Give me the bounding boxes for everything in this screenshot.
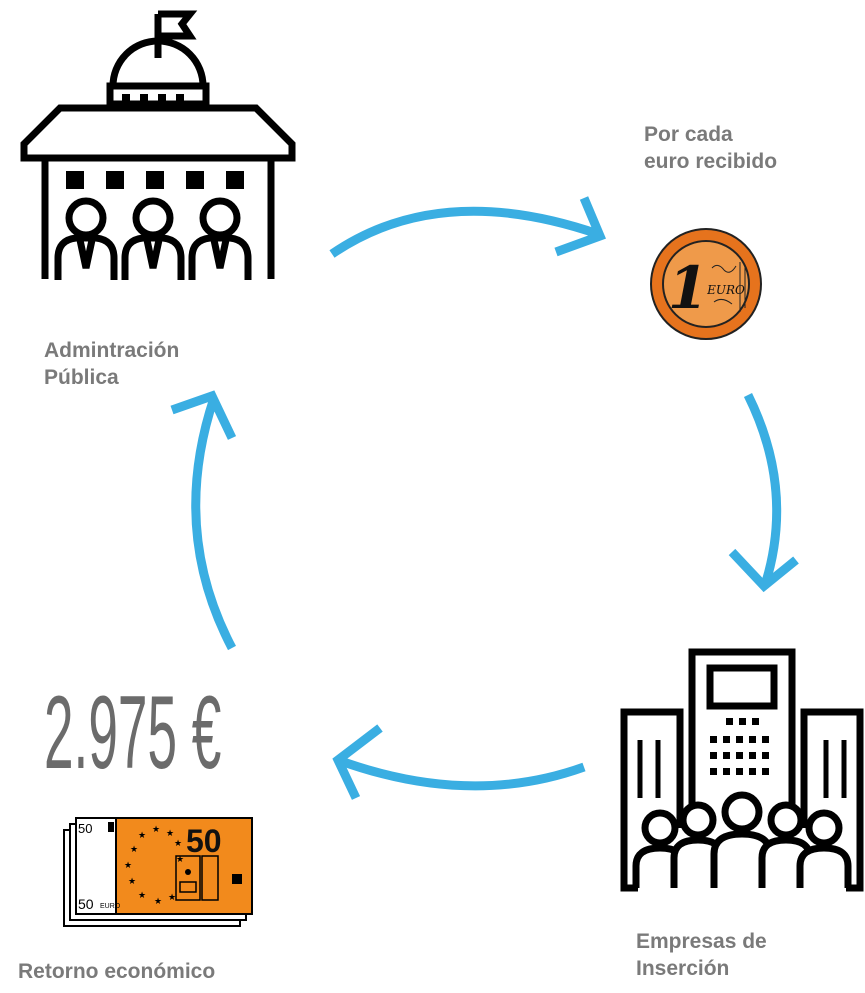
note-value: 50	[186, 823, 222, 859]
svg-text:★: ★	[138, 831, 146, 841]
note-small-top: 50	[78, 821, 92, 836]
svg-text:★: ★	[130, 845, 138, 855]
admin-label: Admintración Pública	[44, 339, 180, 389]
banknotes-icon: 50 50 EURO 50 ★★★ ★★★ ★★★ ★★	[63, 817, 253, 927]
empresas-label: Empresas de Inserción	[636, 930, 767, 980]
svg-text:★: ★	[124, 861, 132, 871]
return-amount-text: 2.975 €	[44, 675, 221, 790]
svg-text:★: ★	[154, 897, 162, 907]
svg-text:★: ★	[166, 829, 174, 839]
svg-text:★: ★	[138, 891, 146, 901]
coin-text: EURO	[706, 283, 745, 297]
svg-text:★: ★	[128, 877, 136, 887]
office-building-people-icon	[620, 648, 864, 892]
note-small-bottom: 50	[78, 896, 94, 912]
note-currency: EURO	[100, 903, 121, 910]
svg-text:★: ★	[176, 855, 184, 865]
svg-text:★: ★	[168, 893, 176, 903]
svg-text:★: ★	[152, 825, 160, 835]
svg-text:★: ★	[174, 839, 182, 849]
government-building-icon	[20, 10, 296, 280]
retorno-label: Retorno económico	[18, 960, 216, 983]
return-amount: 2.975 €	[44, 675, 221, 790]
coin-value: 1	[668, 254, 708, 322]
euro-coin-icon: 1 EURO	[650, 228, 762, 340]
euro-label: Por cada euro recibido	[644, 123, 778, 173]
